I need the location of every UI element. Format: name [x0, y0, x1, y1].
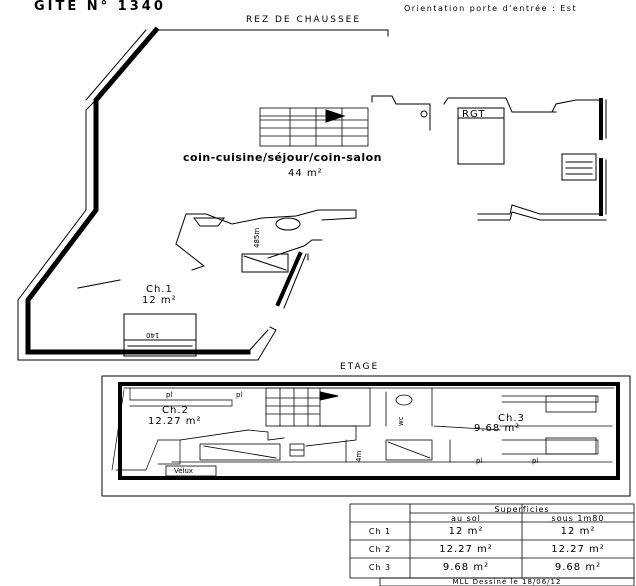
upper-floor-walls: [101, 375, 631, 497]
table-row-under: 12 m²: [560, 526, 596, 537]
table-row-room: Ch 1: [368, 527, 392, 536]
footer-note: MLL Dessiné le 18/06/12: [452, 578, 562, 586]
wc-label: wc: [397, 416, 405, 426]
main-room-area: 44 m²: [288, 168, 323, 179]
table-col-ground: au sol: [451, 514, 481, 523]
table-row-room: Ch 2: [368, 545, 392, 554]
upper-dimension: 4m: [355, 450, 363, 462]
table-row-under: 12.27 m²: [551, 544, 605, 555]
page-title: GITE N° 1340: [34, 0, 166, 14]
closet-label: pl: [532, 457, 539, 465]
ch1-name: Ch.1: [146, 284, 173, 295]
ground-floor-label: REZ DE CHAUSSEE: [246, 15, 362, 25]
surface-table-grid: [349, 503, 635, 586]
kitchen-fixtures: [420, 103, 597, 181]
table-title: Superficies: [494, 505, 550, 514]
closet-label: pl: [236, 391, 243, 399]
orientation-label: Orientation porte d'entrée : Est: [404, 4, 578, 13]
ground-floor-walls: [17, 26, 607, 361]
bathroom-fixtures: [193, 217, 301, 273]
upper-floor-label: ETAGE: [340, 362, 380, 372]
ch2-area: 12.27 m²: [148, 416, 202, 427]
table-row-sol: 12 m²: [448, 526, 484, 537]
bed-size-label: 140: [146, 331, 160, 339]
ch1-dimension: 485m: [253, 227, 261, 248]
velux-label: Vélux: [174, 467, 194, 475]
ch1-bed: [123, 313, 197, 357]
upper-fixtures: [165, 394, 597, 477]
table-row-room: Ch 3: [368, 563, 392, 572]
table-row-sol: 12.27 m²: [439, 544, 493, 555]
rgt-label: RGT: [462, 109, 486, 120]
ground-stairs: [259, 107, 369, 147]
main-room-label: coin-cuisine/séjour/coin-salon: [183, 151, 382, 164]
table-row-sol: 9.68 m²: [442, 562, 490, 573]
table-col-under: sous 1m80: [551, 514, 605, 523]
ch3-name: Ch.3: [498, 413, 525, 424]
table-row-under: 9.68 m²: [554, 562, 602, 573]
closet-label: pl: [476, 457, 483, 465]
ch1-area: 12 m²: [142, 295, 177, 306]
upper-stairs: [265, 387, 371, 427]
ch2-name: Ch.2: [162, 405, 189, 416]
closet-label: pl: [166, 391, 173, 399]
ch3-area: 9.68 m²: [474, 423, 521, 434]
